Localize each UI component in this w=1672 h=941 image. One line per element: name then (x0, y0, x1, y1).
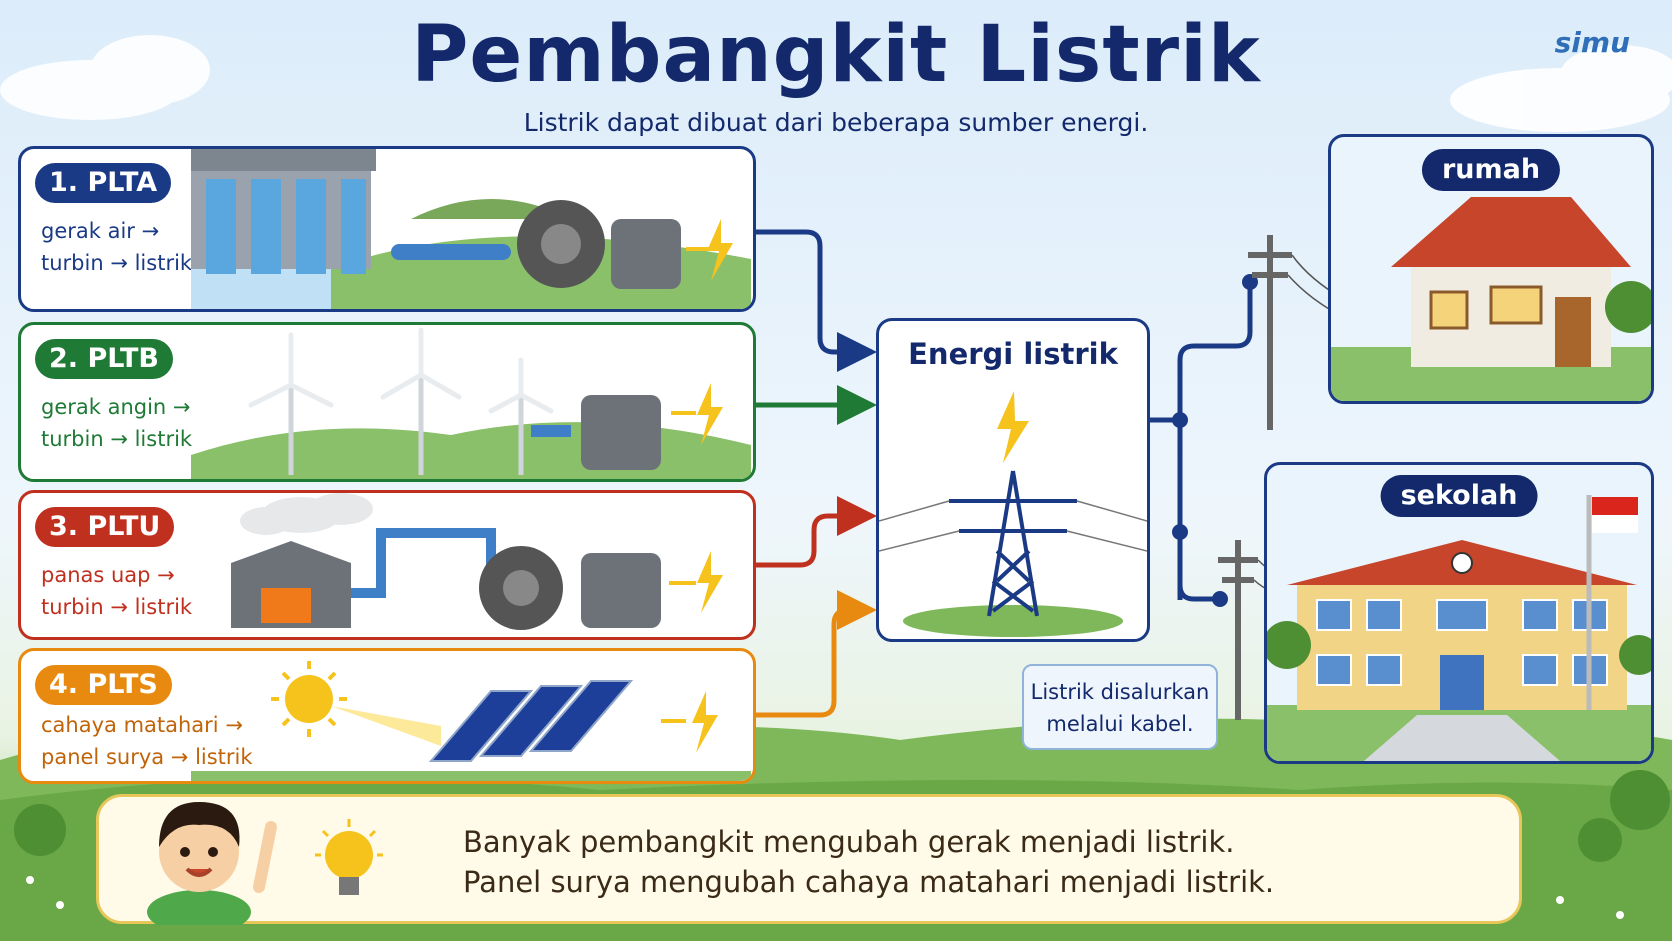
plant-desc-line1: panas uap → (41, 563, 175, 587)
lightning-icon (697, 383, 723, 445)
plant-desc-line2: turbin → listrik (41, 427, 193, 451)
plant-desc-line2: turbin → listrik (41, 595, 193, 619)
plant-desc-line1: gerak air → (41, 219, 160, 243)
cable-sekolah (1177, 532, 1220, 602)
destination-label: sekolah (1380, 475, 1538, 517)
transmission-tower-icon (879, 391, 1147, 637)
tip-line1: Banyak pembangkit mengubah gerak menjadi… (463, 825, 1235, 859)
plant-badge: 2. PLTB (35, 339, 173, 379)
note-line1: Listrik disalurkan (1030, 680, 1210, 704)
plant-card-plts: 4. PLTS cahaya matahari → panel surya → … (18, 648, 756, 784)
plant-desc-line2: panel surya → listrik (41, 745, 253, 769)
tips-banner: Banyak pembangkit mengubah gerak menjadi… (96, 794, 1522, 925)
steam-factory-icon (231, 493, 723, 630)
water-dam-icon (191, 149, 751, 309)
flag-icon (1592, 497, 1638, 533)
arrow-pltu (756, 496, 877, 568)
boy-icon (147, 802, 277, 925)
solar-panel-icon (191, 661, 751, 781)
house-icon (1331, 197, 1651, 401)
lightning-icon (707, 219, 733, 281)
destination-rumah: rumah (1328, 134, 1654, 404)
sun-icon (271, 661, 347, 737)
plant-card-pltb: 2. PLTB gerak angin → turbin → listrik (18, 322, 756, 482)
lightning-icon (692, 691, 718, 753)
plant-badge: 3. PLTU (35, 507, 175, 547)
cable-note: Listrik disalurkan melalui kabel. (1022, 664, 1218, 750)
tip-line2: Panel surya mengubah cahaya matahari men… (463, 865, 1275, 899)
lightning-icon (697, 551, 723, 613)
plant-desc-line1: gerak angin → (41, 395, 191, 419)
destination-sekolah: sekolah (1264, 462, 1654, 764)
plant-card-pltu: 3. PLTU panas uap → turbin → listrik (18, 490, 756, 640)
plant-card-plta: 1. PLTA gerak air → turbin → listrik (18, 146, 756, 312)
note-line2: melalui kabel. (1046, 712, 1194, 736)
arrow-plta (756, 229, 877, 372)
lightning-icon (997, 391, 1029, 463)
energy-box: Energi listrik (876, 318, 1150, 642)
logo: simu (1554, 26, 1630, 59)
wind-turbine-icon (191, 327, 751, 479)
plant-badge: 4. PLTS (35, 665, 172, 705)
plant-desc-line1: cahaya matahari → (41, 713, 243, 737)
page-title: Pembangkit Listrik (411, 10, 1261, 100)
clock-icon (1451, 552, 1473, 574)
page-subtitle: Listrik dapat dibuat dari beberapa sumbe… (523, 108, 1149, 137)
cable-main (1150, 417, 1183, 600)
destination-label: rumah (1421, 149, 1561, 191)
cable-rumah (1177, 282, 1253, 420)
utility-pole-icon (1218, 235, 1292, 720)
light-bulb-icon (315, 819, 383, 895)
plant-desc-line2: turbin → listrik (41, 251, 193, 275)
arrow-plts (756, 590, 877, 718)
plant-badge: 1. PLTA (35, 163, 172, 203)
energy-title: Energi listrik (908, 337, 1118, 371)
school-icon (1267, 495, 1651, 761)
